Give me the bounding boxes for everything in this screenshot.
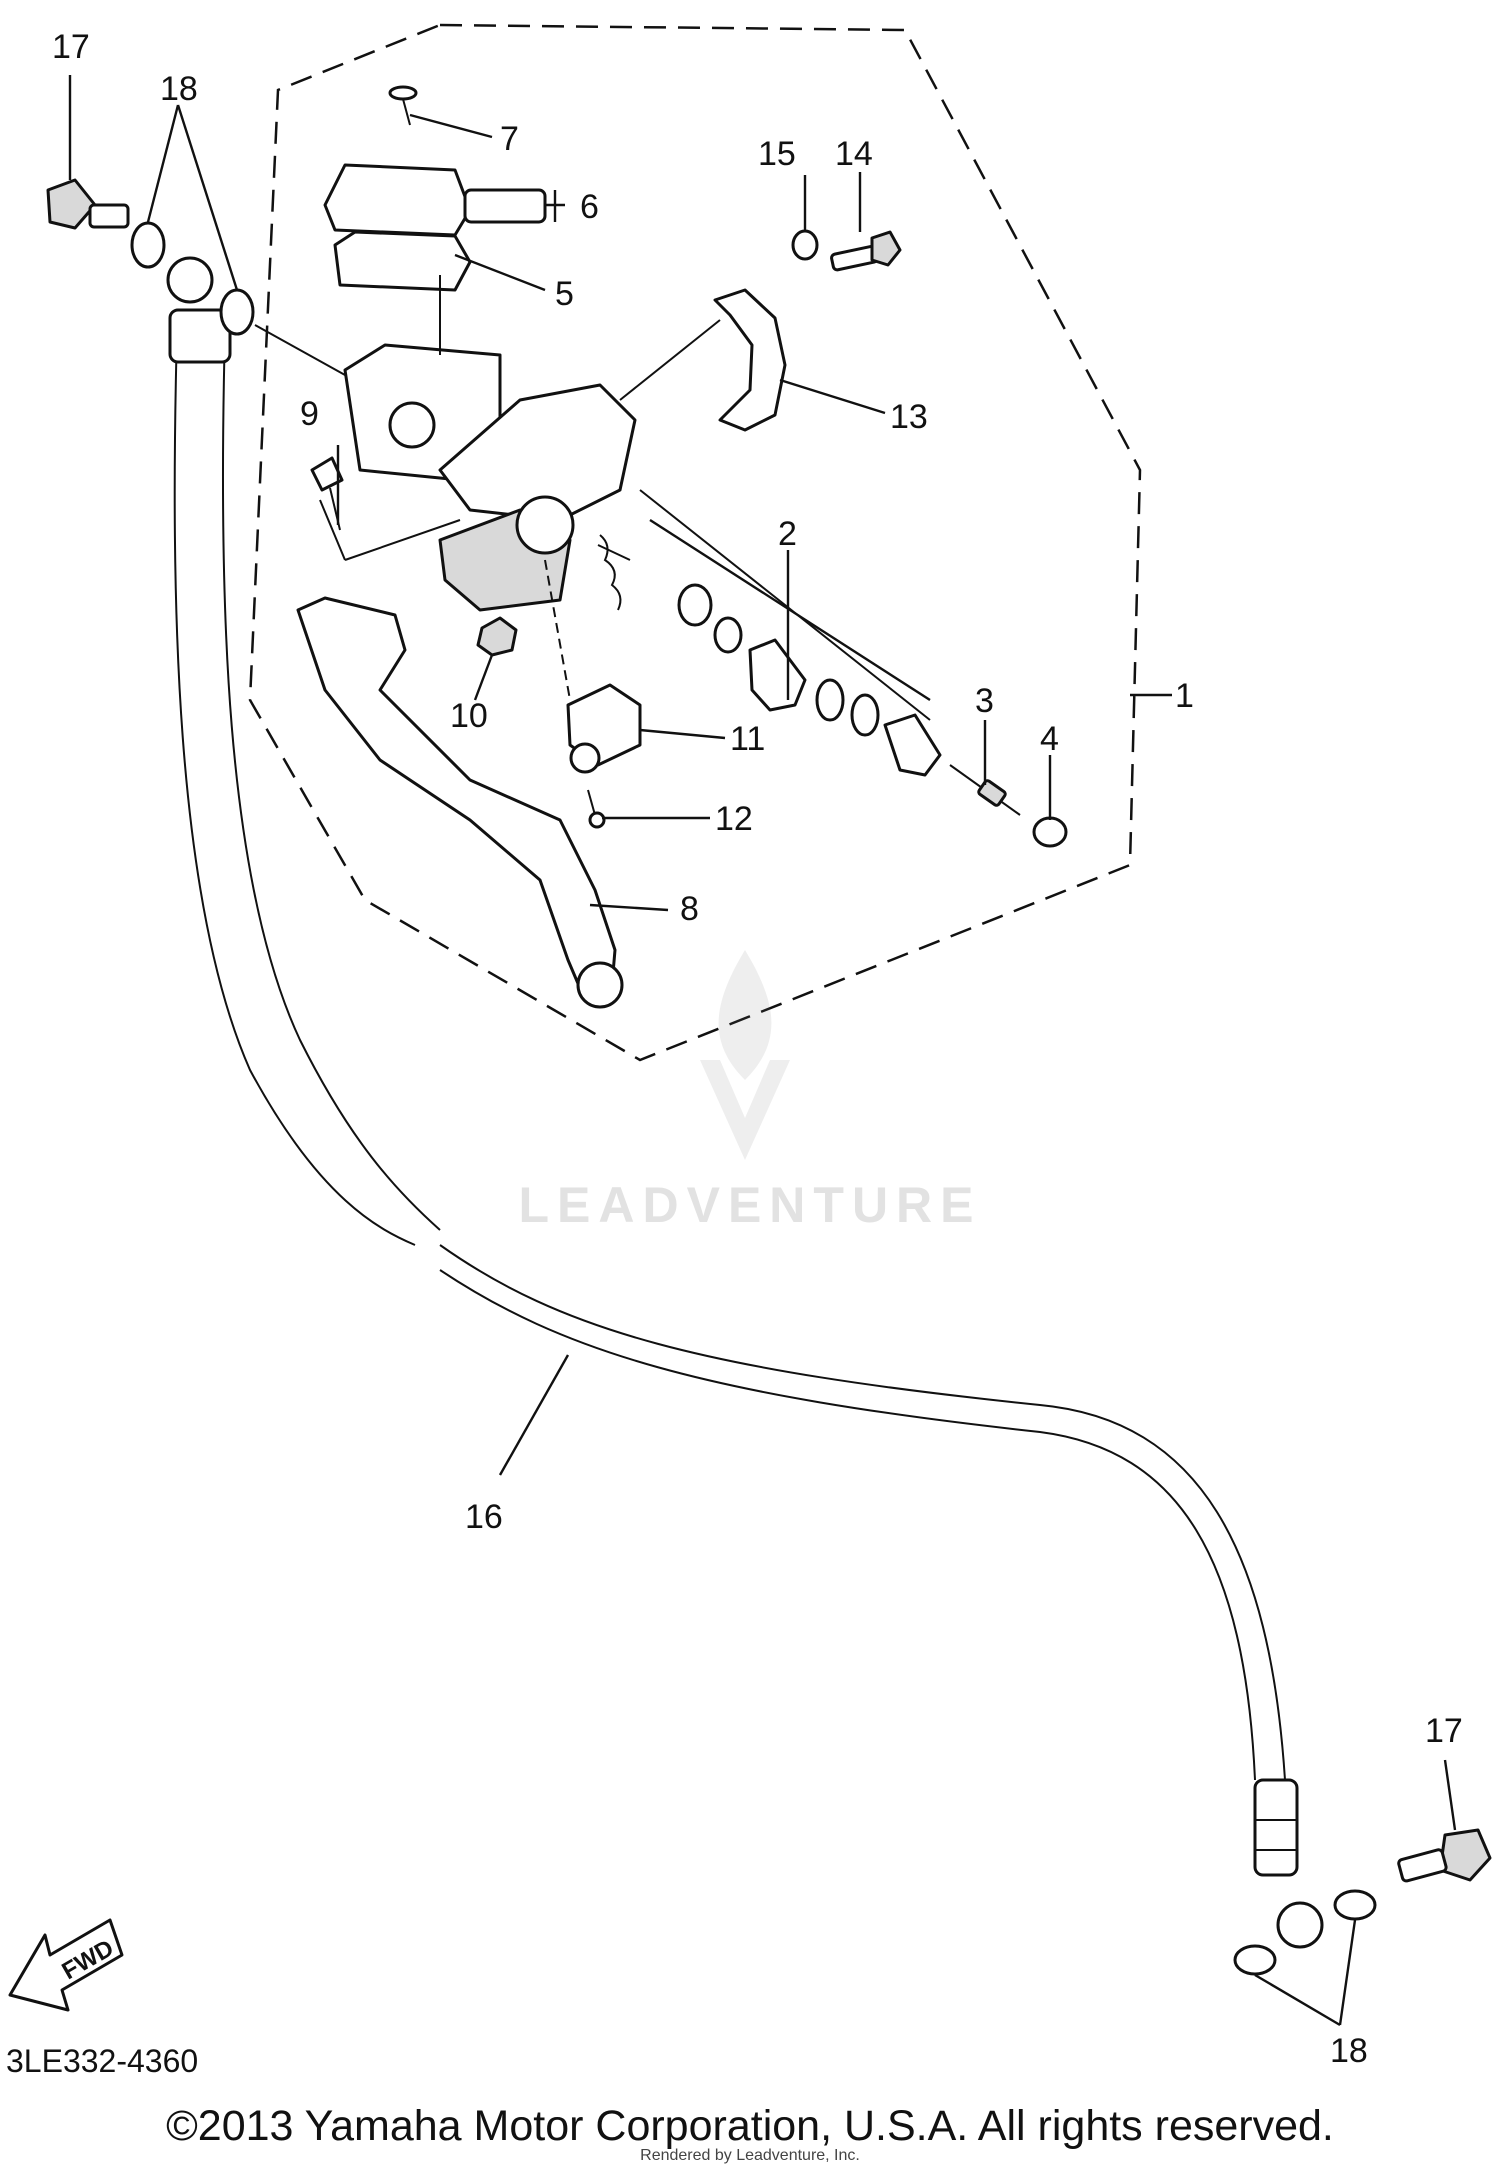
callout-9: 9 <box>300 395 319 433</box>
master-cylinder-body <box>343 343 637 612</box>
callout-15: 15 <box>758 135 796 173</box>
copper-washer <box>130 221 166 269</box>
callout-1: 1 <box>1175 677 1194 715</box>
diaphragm <box>333 230 472 292</box>
callout-18-top: 18 <box>160 70 198 108</box>
callout-17-top: 17 <box>52 28 90 66</box>
cap-screw <box>388 85 418 126</box>
callout-11: 11 <box>730 720 765 758</box>
push-rod-boot <box>1032 816 1068 848</box>
reservoir-cap <box>323 163 547 237</box>
assembly-boundary <box>248 23 1142 1062</box>
copyright-notice: ©2013 Yamaha Motor Corporation, U.S.A. A… <box>166 2102 1334 2150</box>
pivot-nut <box>476 616 518 657</box>
callout-4: 4 <box>1040 720 1059 758</box>
watermark-logo <box>700 950 790 1160</box>
rendered-by-note: Rendered by Leadventure, Inc. <box>640 2147 860 2164</box>
callout-13: 13 <box>890 398 928 436</box>
brake-light-switch <box>566 683 642 774</box>
holder-bolt <box>830 230 902 272</box>
brake-lever-knob <box>576 961 624 1009</box>
union-bolt-top <box>46 178 130 230</box>
fwd-arrow-icon: FWD <box>8 1918 124 2012</box>
leader-lines <box>68 75 1457 2027</box>
push-rod <box>949 764 1021 816</box>
brake-hose <box>168 308 1299 1877</box>
callout-14: 14 <box>835 135 873 173</box>
callout-17-bottom: 17 <box>1425 1712 1463 1750</box>
copper-washer <box>1333 1889 1377 1921</box>
assembly-lines <box>254 275 931 721</box>
holder-washer <box>791 229 819 261</box>
callout-10: 10 <box>450 697 488 735</box>
callout-8: 8 <box>680 890 699 928</box>
union-bolt-bottom <box>1397 1828 1492 1883</box>
callout-2: 2 <box>778 515 797 553</box>
switch-screw <box>587 789 606 829</box>
callout-3: 3 <box>975 682 994 720</box>
banjo-eye-top <box>166 256 214 304</box>
piston-kit <box>597 534 942 777</box>
callout-18-bottom: 18 <box>1330 2032 1368 2070</box>
callout-7: 7 <box>500 120 519 158</box>
callout-5: 5 <box>555 275 574 313</box>
callout-6: 6 <box>580 188 599 226</box>
callout-12: 12 <box>715 800 753 838</box>
diagram-code: 3LE332-4360 <box>6 2043 198 2079</box>
brake-lever <box>296 596 617 1002</box>
watermark-text: LEADVENTURE <box>518 1177 981 1233</box>
banjo-eye-bottom <box>1276 1901 1324 1949</box>
copper-washer <box>1233 1944 1277 1976</box>
callout-16: 16 <box>465 1498 503 1536</box>
master-cylinder-holder <box>713 288 787 432</box>
copper-washer <box>219 288 255 336</box>
